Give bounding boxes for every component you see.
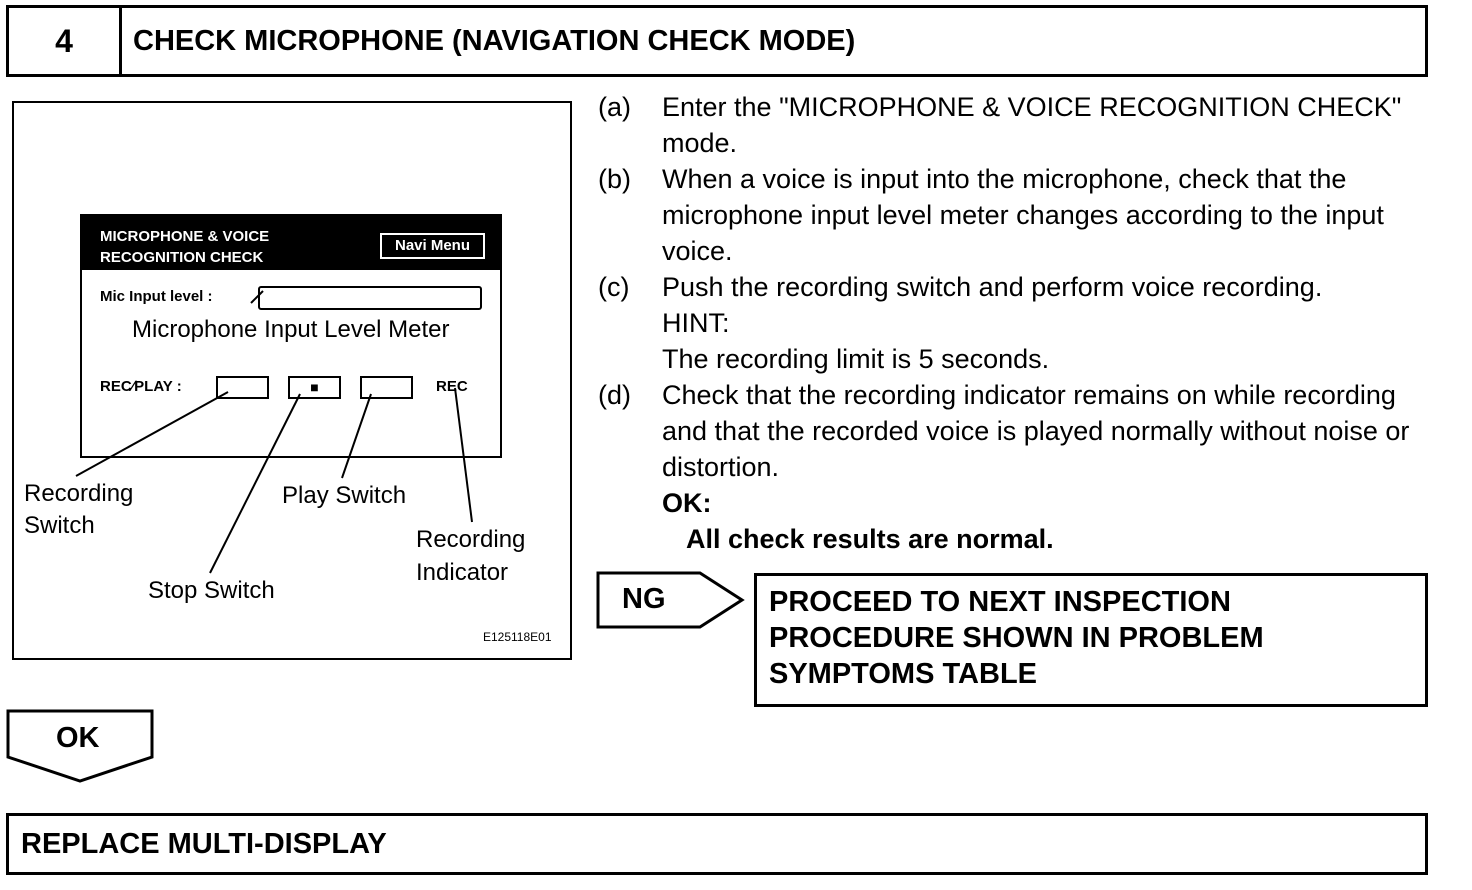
ng-line-1: PROCEED TO NEXT INSPECTION — [769, 586, 1231, 618]
ng-result-text: PROCEED TO NEXT INSPECTION PROCEDURE SHO… — [769, 584, 1264, 692]
procedure-steps: (a) Enter the "MICROPHONE & VOICE RECOGN… — [598, 89, 1428, 557]
rec-indicator: REC — [436, 378, 468, 395]
rec-play-label: REC∕PLAY : — [100, 378, 182, 395]
stop-switch-leader-line — [209, 393, 301, 574]
screen-title: MICROPHONE & VOICE RECOGNITION CHECK — [100, 228, 270, 266]
step-a-text: Enter the "MICROPHONE & VOICE RECOGNITIO… — [662, 92, 1402, 158]
step-number: 4 — [9, 8, 122, 74]
step-title: CHECK MICROPHONE (NAVIGATION CHECK MODE) — [133, 25, 856, 57]
play-switch-leader-line — [341, 393, 372, 479]
recording-switch-leader-line — [75, 391, 229, 477]
mic-input-label: Mic Input level : — [100, 288, 213, 305]
ok-text: All check results are normal. — [686, 524, 1054, 554]
hint-text: The recording limit is 5 seconds. — [662, 344, 1050, 374]
play-switch-label: Play Switch — [282, 482, 407, 509]
step-c: (c) Push the recording switch and perfor… — [598, 269, 1428, 377]
play-switch — [360, 376, 413, 399]
leader-lines — [75, 290, 473, 574]
final-action-title: REPLACE MULTI-DISPLAY — [21, 828, 387, 860]
ok-arrow — [6, 709, 154, 783]
step-c-tag: (c) — [598, 272, 630, 302]
mic-meter-label: Microphone Input Level Meter — [132, 316, 450, 343]
final-action-box: REPLACE MULTI-DISPLAY — [6, 813, 1428, 875]
ng-line-2: PROCEDURE SHOWN IN PROBLEM — [769, 622, 1264, 654]
illustration-frame — [12, 101, 572, 660]
ng-line-3: SYMPTOMS TABLE — [769, 658, 1037, 690]
step-d-text: Check that the recording indicator remai… — [662, 380, 1410, 482]
recording-indicator-label-1: Recording — [416, 526, 526, 553]
stop-switch-label: Stop Switch — [148, 577, 275, 604]
stop-switch: ■ — [288, 376, 341, 399]
figure-id: E125118E01 — [483, 630, 552, 644]
step-a: (a) Enter the "MICROPHONE & VOICE RECOGN… — [598, 89, 1428, 161]
recording-indicator-label-2: Indicator — [416, 559, 509, 586]
step-b-text: When a voice is input into the microphon… — [662, 164, 1384, 266]
recording-switch-label-2: Switch — [24, 512, 95, 539]
recording-switch — [216, 376, 269, 399]
ng-arrow — [596, 571, 745, 629]
ok-label: OK: — [662, 488, 712, 518]
hint-label: HINT: — [662, 308, 730, 338]
ng-label: NG — [622, 583, 666, 615]
step-b: (b) When a voice is input into the micro… — [598, 161, 1428, 269]
recording-switch-label-1: Recording — [24, 480, 134, 507]
step-d-tag: (d) — [598, 380, 631, 410]
recording-indicator-leader-line — [454, 387, 473, 523]
step-header: 4 CHECK MICROPHONE (NAVIGATION CHECK MOD… — [6, 5, 1428, 77]
step-c-text: Push the recording switch and perform vo… — [662, 272, 1323, 302]
navi-menu-button: Navi Menu — [380, 233, 485, 259]
ng-result-box: PROCEED TO NEXT INSPECTION PROCEDURE SHO… — [754, 573, 1428, 707]
step-a-tag: (a) — [598, 92, 631, 122]
mic-level-meter — [258, 286, 482, 310]
step-b-tag: (b) — [598, 164, 631, 194]
ok-arrow-label: OK — [56, 722, 100, 754]
step-d: (d) Check that the recording indicator r… — [598, 377, 1428, 557]
display-screen: MICROPHONE & VOICE RECOGNITION CHECK Nav… — [80, 214, 502, 458]
meter-leader-line — [250, 290, 264, 304]
screen-header: MICROPHONE & VOICE RECOGNITION CHECK Nav… — [82, 216, 500, 270]
